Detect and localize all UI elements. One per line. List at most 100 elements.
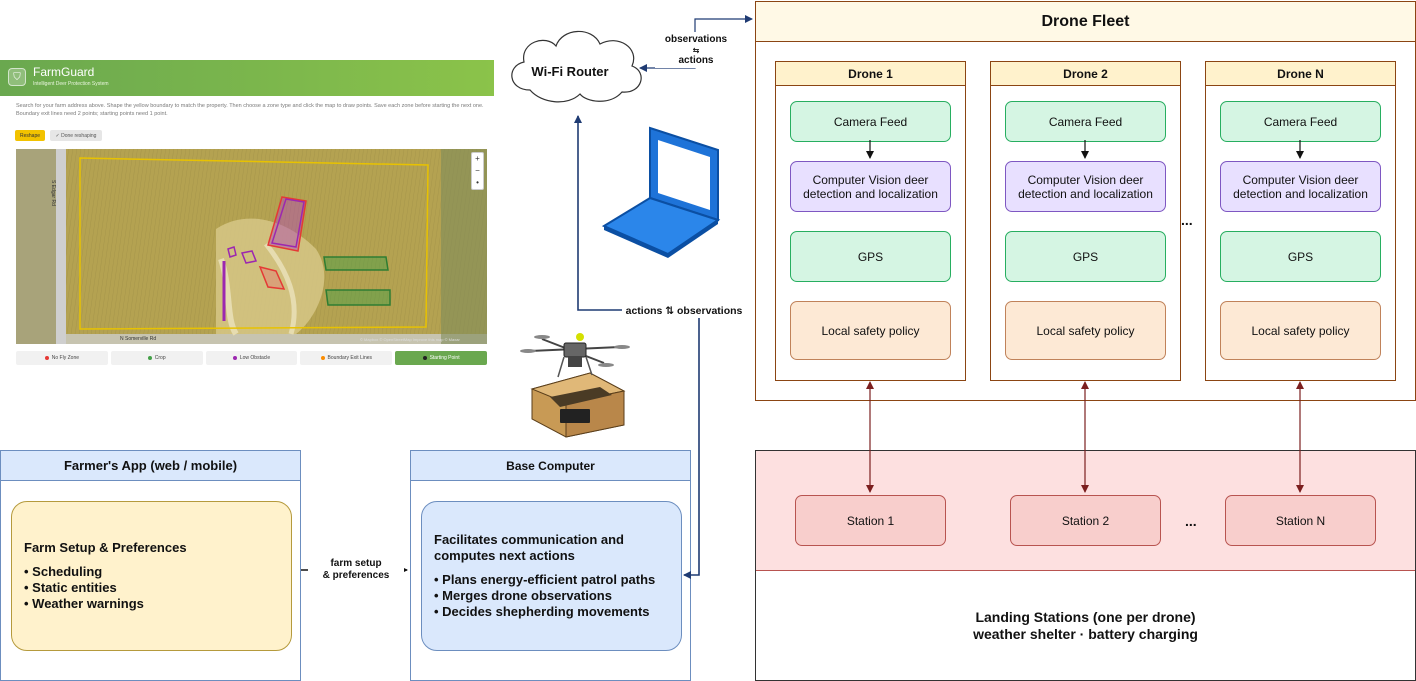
legend-label: Starting Point	[429, 355, 460, 361]
base-computer-bullet: • Decides shepherding movements	[434, 604, 650, 619]
farmguard-instructions: Search for your farm address above. Shap…	[16, 103, 484, 117]
computer-vision-line2: detection and localization	[1018, 186, 1153, 201]
landing-stations-label-line1: Landing Stations (one per drone)	[975, 609, 1196, 625]
local-safety-policy-box: Local safety policy	[1005, 301, 1166, 360]
edge-router-to-fleet	[694, 15, 753, 32]
legend-label: No Fly Zone	[51, 355, 80, 361]
farm-setup-bullet: • Scheduling	[24, 564, 103, 579]
legend-item[interactable]: Starting Point	[395, 351, 487, 365]
legend-label: Boundary Exit Lines	[327, 355, 373, 361]
computer-vision-line2: detection and localization	[1233, 186, 1368, 201]
cloud-icon	[511, 30, 642, 103]
laptop-icon	[601, 126, 721, 258]
farmguard-header	[0, 60, 494, 96]
legend-item[interactable]: No Fly Zone	[16, 351, 108, 365]
drone-title: Drone N	[1206, 62, 1395, 86]
drone-fleet-title: Drone Fleet	[756, 2, 1415, 42]
no-fly-zone	[267, 196, 307, 252]
farm-map-graphic	[16, 149, 487, 344]
landing-stations-label-line2: weather shelter · battery charging	[973, 626, 1198, 642]
edge-label-farm-setup: farm setup & preferences	[308, 556, 404, 584]
computer-vision-line2: detection and localization	[803, 186, 938, 201]
computer-vision-box: Computer Vision deer detection and local…	[790, 161, 951, 212]
camera-feed-box: Camera Feed	[1005, 101, 1166, 142]
legend-label: Crop	[154, 355, 166, 361]
legend-label: Low Obstacle	[239, 355, 271, 361]
drone-fleet-container: Drone Fleet Drone 1 Camera Feed Computer…	[755, 1, 1416, 401]
zoom-out-button[interactable]: −	[475, 166, 480, 175]
station-ellipsis: ...	[1185, 513, 1197, 529]
camera-feed-box: Camera Feed	[1220, 101, 1381, 142]
computer-vision-box: Computer Vision deer detection and local…	[1220, 161, 1381, 212]
farm-setup-heading: Farm Setup & Preferences	[24, 540, 187, 555]
farmers-app-title: Farmer's App (web / mobile)	[1, 451, 300, 481]
edge-label-farm-setup-line1: farm setup	[330, 558, 382, 569]
legend-dot-icon	[422, 356, 427, 360]
base-computer-heading-line2: computes next actions	[434, 548, 575, 563]
base-computer-container: Base Computer Facilitates communication …	[410, 450, 691, 681]
computer-vision-box: Computer Vision deer detection and local…	[1005, 161, 1166, 212]
farm-boundary	[79, 157, 429, 330]
farm-map[interactable]	[16, 149, 487, 344]
base-computer-title: Base Computer	[411, 451, 690, 481]
map-attribution: © Mapbox © OpenStreetMap Improve this ma…	[360, 337, 460, 342]
farmers-app-container: Farmer's App (web / mobile) Farm Setup &…	[0, 450, 301, 681]
drone-card-2: Drone 2 Camera Feed Computer Vision deer…	[990, 61, 1181, 381]
drone-title: Drone 1	[776, 62, 965, 86]
farm-setup-box: Farm Setup & Preferences • Scheduling • …	[11, 501, 292, 651]
legend-dot-icon	[44, 356, 49, 360]
local-safety-policy-box: Local safety policy	[790, 301, 951, 360]
map-bottom-road-label: N Somerville Rd	[120, 336, 157, 342]
legend-dot-icon	[232, 356, 237, 360]
edge-label-farm-setup-line2: & preferences	[322, 570, 390, 581]
landing-stations-label: Landing Stations (one per drone) weather…	[756, 601, 1415, 651]
map-road-label: S Edgar Rd	[50, 180, 56, 206]
camera-feed-box: Camera Feed	[790, 101, 951, 142]
farmguard-title: FarmGuard	[33, 65, 95, 79]
legend-dot-icon	[320, 356, 325, 360]
base-computer-box: Facilitates communication and computes n…	[421, 501, 682, 651]
gps-box: GPS	[790, 231, 951, 282]
reshape-button[interactable]: Reshape	[15, 130, 45, 141]
map-zoom-control: + − •	[471, 152, 484, 190]
zoom-in-button[interactable]: +	[475, 154, 480, 163]
computer-vision-line1: Computer Vision deer	[812, 172, 929, 187]
gps-box: GPS	[1005, 231, 1166, 282]
edge-label-observations: observations	[664, 33, 728, 45]
base-computer-bullet: • Merges drone observations	[434, 588, 612, 603]
drone-on-station-icon	[520, 333, 630, 438]
gps-box: GPS	[1220, 231, 1381, 282]
computer-vision-line1: Computer Vision deer	[1242, 172, 1359, 187]
station-n: Station N	[1225, 495, 1376, 546]
legend-item[interactable]: Low Obstacle	[205, 351, 298, 365]
zone-legend: No Fly Zone Crop Low Obstacle Boundary Exit…	[16, 351, 487, 365]
shield-icon: ⛉	[8, 68, 26, 86]
edge-label-observations-actions: observations ⇆ actions	[655, 32, 737, 68]
local-safety-policy-box: Local safety policy	[1220, 301, 1381, 360]
drone-ellipsis: ...	[1181, 212, 1193, 228]
wifi-router-label: Wi-Fi Router	[531, 63, 609, 79]
edge-label-actions: actions	[678, 54, 714, 66]
drone-title: Drone 2	[991, 62, 1180, 86]
farm-setup-bullet: • Static entities	[24, 580, 117, 595]
drone-card-1: Drone 1 Camera Feed Computer Vision deer…	[775, 61, 966, 381]
legend-item[interactable]: Boundary Exit Lines	[300, 351, 393, 365]
farmguard-screenshot: ⛉ FarmGuard Intelligent Deer Protection …	[0, 60, 494, 370]
base-computer-bullet: • Plans energy-efficient patrol paths	[434, 572, 656, 587]
edge-label-actions-observations: actions ⇅ observations	[622, 304, 746, 318]
landing-stations-container: Station 1 Station 2 ... Station N Landin…	[755, 450, 1416, 681]
legend-item[interactable]: Crop	[110, 351, 203, 365]
farm-setup-bullet: • Weather warnings	[24, 596, 144, 611]
drone-card-n: Drone N Camera Feed Computer Vision deer…	[1205, 61, 1396, 381]
station-1: Station 1	[795, 495, 946, 546]
compass-button[interactable]: •	[476, 178, 479, 187]
done-reshaping-button[interactable]: ✓ Done reshaping	[50, 130, 102, 141]
bidirectional-arrow-icon: ⇆	[692, 45, 700, 55]
station-2: Station 2	[1010, 495, 1161, 546]
crop-zone	[323, 256, 389, 271]
base-computer-heading-line1: Facilitates communication and	[434, 532, 624, 547]
stations-band: Station 1 Station 2 ... Station N	[756, 451, 1415, 571]
computer-vision-line1: Computer Vision deer	[1027, 172, 1144, 187]
legend-dot-icon	[147, 356, 152, 360]
farmguard-subtitle: Intelligent Deer Protection System	[33, 81, 109, 87]
